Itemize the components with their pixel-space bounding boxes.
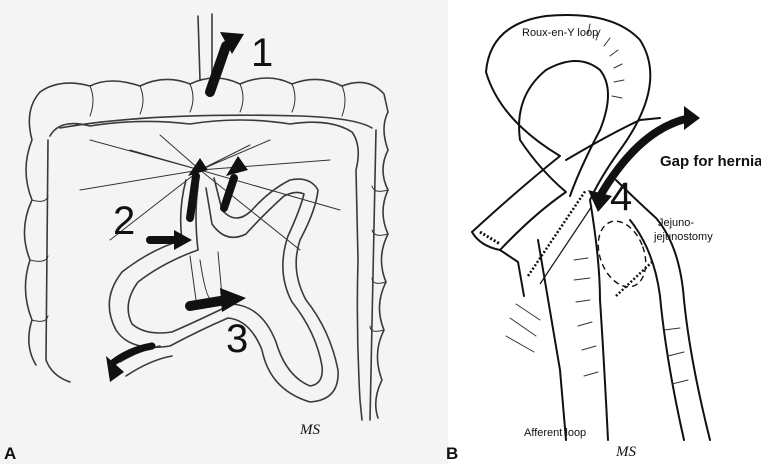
colon-outline: [39, 77, 389, 419]
staple-line-1: [526, 189, 588, 277]
label-jejuno-1: Jejuno-: [658, 217, 694, 229]
panel-b-drawing: [471, 14, 711, 441]
arrow-4: [588, 106, 700, 212]
label-gap-for-hernia: Gap for hernia: [660, 153, 761, 170]
small-bowel-loop: [108, 177, 339, 403]
panel-a-drawing: [0, 0, 448, 464]
arrow-3: [185, 288, 246, 312]
marker-4: 4: [610, 175, 632, 219]
label-roux-loop: Roux-en-Y loop: [522, 27, 598, 39]
panel-a-letter: A: [4, 444, 16, 463]
hatch-marks: [505, 23, 689, 385]
panel-b-letter: B: [446, 444, 458, 463]
mesentery-lines: [79, 134, 341, 251]
stump: [471, 231, 525, 297]
panel-b-signature: MS: [615, 444, 636, 460]
staple-line-2: [615, 261, 653, 297]
arrow-1: [205, 32, 244, 97]
arrow-2-side: [146, 230, 192, 250]
panel-a-signature: MS: [299, 422, 320, 438]
marker-2: 2: [113, 199, 135, 243]
marker-3: 3: [226, 317, 248, 361]
ascending-colon: [23, 91, 71, 383]
roux-loop-inner: [499, 60, 609, 251]
marker-1: 1: [251, 31, 273, 75]
arrow-2a: [186, 158, 208, 222]
colon-inner-line: [49, 119, 363, 421]
arrow-bottom-left: [106, 342, 156, 382]
label-jejuno-2: jejunostomy: [653, 231, 713, 243]
limb-right-outer: [589, 199, 609, 441]
label-afferent-loop: Afferent loop: [524, 427, 586, 439]
arrow-2b: [220, 156, 248, 212]
roux-loop-outer: [471, 14, 652, 233]
